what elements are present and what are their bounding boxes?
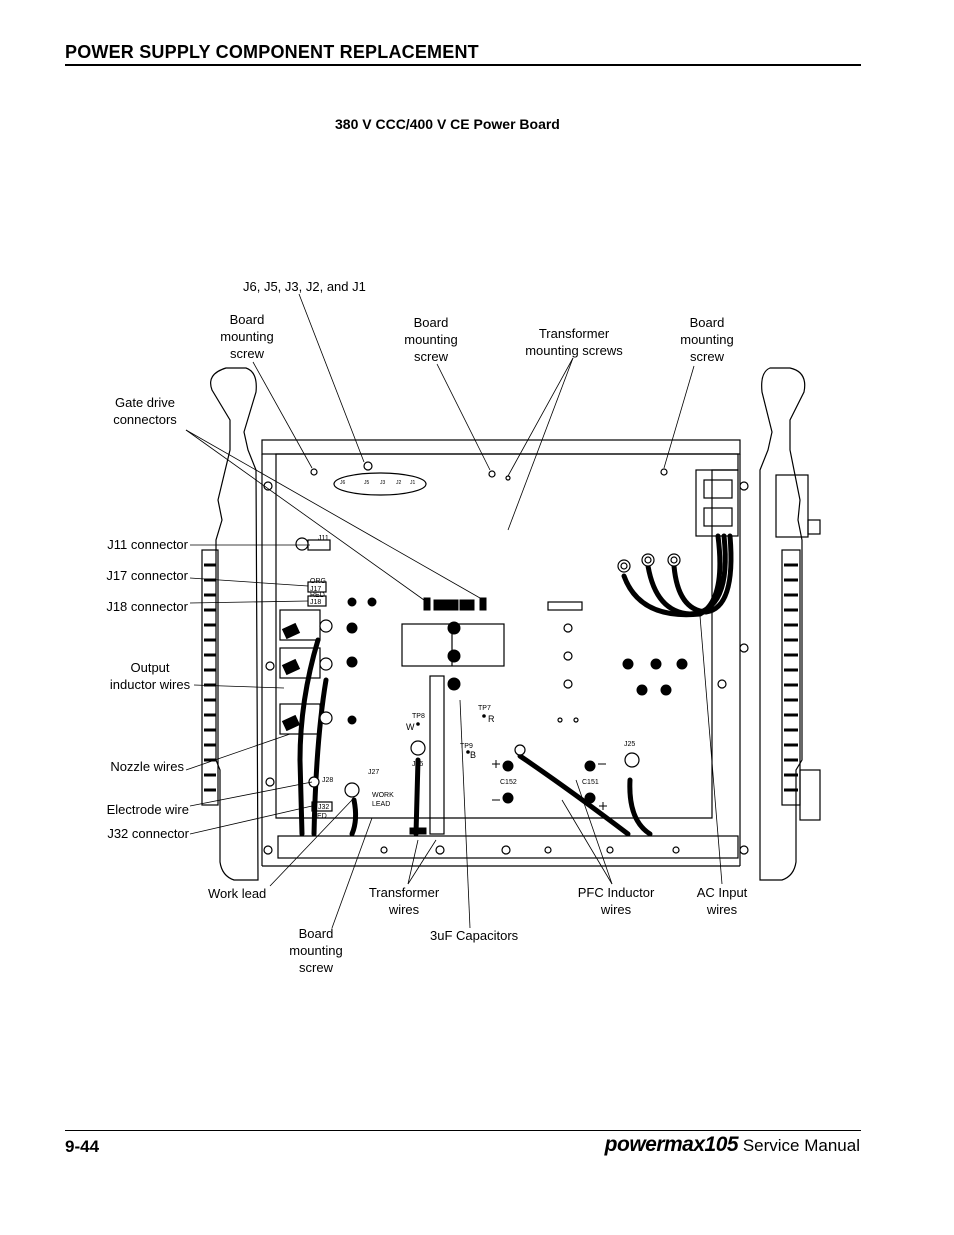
label-r: R (488, 714, 495, 724)
label-j1: J1 (410, 480, 416, 486)
callout-electrode-wire: Electrode wire (106, 802, 189, 817)
label-j11: J11 (318, 535, 329, 542)
pfc-inductor-wire-1 (517, 753, 631, 837)
label-j2: J2 (396, 480, 402, 486)
label-j18: J18 (310, 599, 321, 606)
label-j3: J3 (380, 480, 386, 486)
figure-title: 380 V CCC/400 V CE Power Board (335, 116, 560, 132)
brand-model: 105 (704, 1133, 739, 1156)
ac-input-wire-2 (645, 533, 728, 617)
label-red-2: RED (312, 813, 327, 820)
label-j25: J25 (624, 741, 635, 748)
label-tp8: TP8 (412, 713, 425, 720)
callout-j18-connector: J18 connector (106, 599, 188, 614)
manual-title: Service Manual (742, 1136, 860, 1155)
ac-input-wire-3 (671, 533, 734, 615)
label-j6: J6 (340, 480, 346, 486)
label-j27: J27 (368, 769, 379, 776)
label-work: WORK (372, 792, 394, 799)
right-handle (759, 367, 806, 881)
footer-rule (65, 1130, 861, 1131)
label-tp9: TP9 (460, 743, 473, 750)
label-red-1: RED (310, 592, 325, 599)
page-number: 9-44 (65, 1137, 100, 1156)
brand-logo: powermax (604, 1133, 705, 1156)
label-c151: C151 (582, 779, 599, 786)
label-j26: J26 (412, 761, 423, 768)
ac-input-wire-1 (621, 533, 723, 618)
label-j5: J5 (364, 480, 370, 486)
left-handle (210, 367, 259, 881)
label-c152: C152 (500, 779, 517, 786)
transformer-wire (413, 757, 421, 837)
label-org: ORG (310, 578, 326, 585)
label-lead: LEAD (372, 801, 390, 808)
header-rule (65, 64, 861, 66)
label-w: W (406, 722, 415, 732)
callout-j17-connector: J17 connector (106, 568, 188, 583)
callout-3uf-capacitors: 3uF Capacitors (430, 928, 519, 943)
work-lead-wire (349, 797, 359, 837)
callout-j32-connector: J32 connector (107, 826, 189, 841)
brand-footer: powermax105 Service Manual (605, 1133, 860, 1157)
output-inductor-wire-1 (297, 637, 321, 837)
callout-work-lead: Work lead (208, 886, 267, 901)
label-j17: J17 (310, 586, 321, 593)
callout-nozzle-wires: Nozzle wires (110, 759, 184, 774)
pfc-inductor-wire-2 (627, 777, 653, 837)
section-title: POWER SUPPLY COMPONENT REPLACEMENT (65, 42, 479, 62)
label-j32: J32 (318, 804, 329, 811)
callout-j11-connector: J11 connector (107, 537, 188, 552)
label-j28: J28 (322, 777, 333, 784)
label-tp7: TP7 (478, 705, 491, 712)
label-b: B (470, 750, 476, 760)
output-inductor-wire-2 (311, 677, 329, 837)
callout-j6-j5-j3-j2-j1: J6, J5, J3, J2, and J1 (243, 279, 366, 294)
